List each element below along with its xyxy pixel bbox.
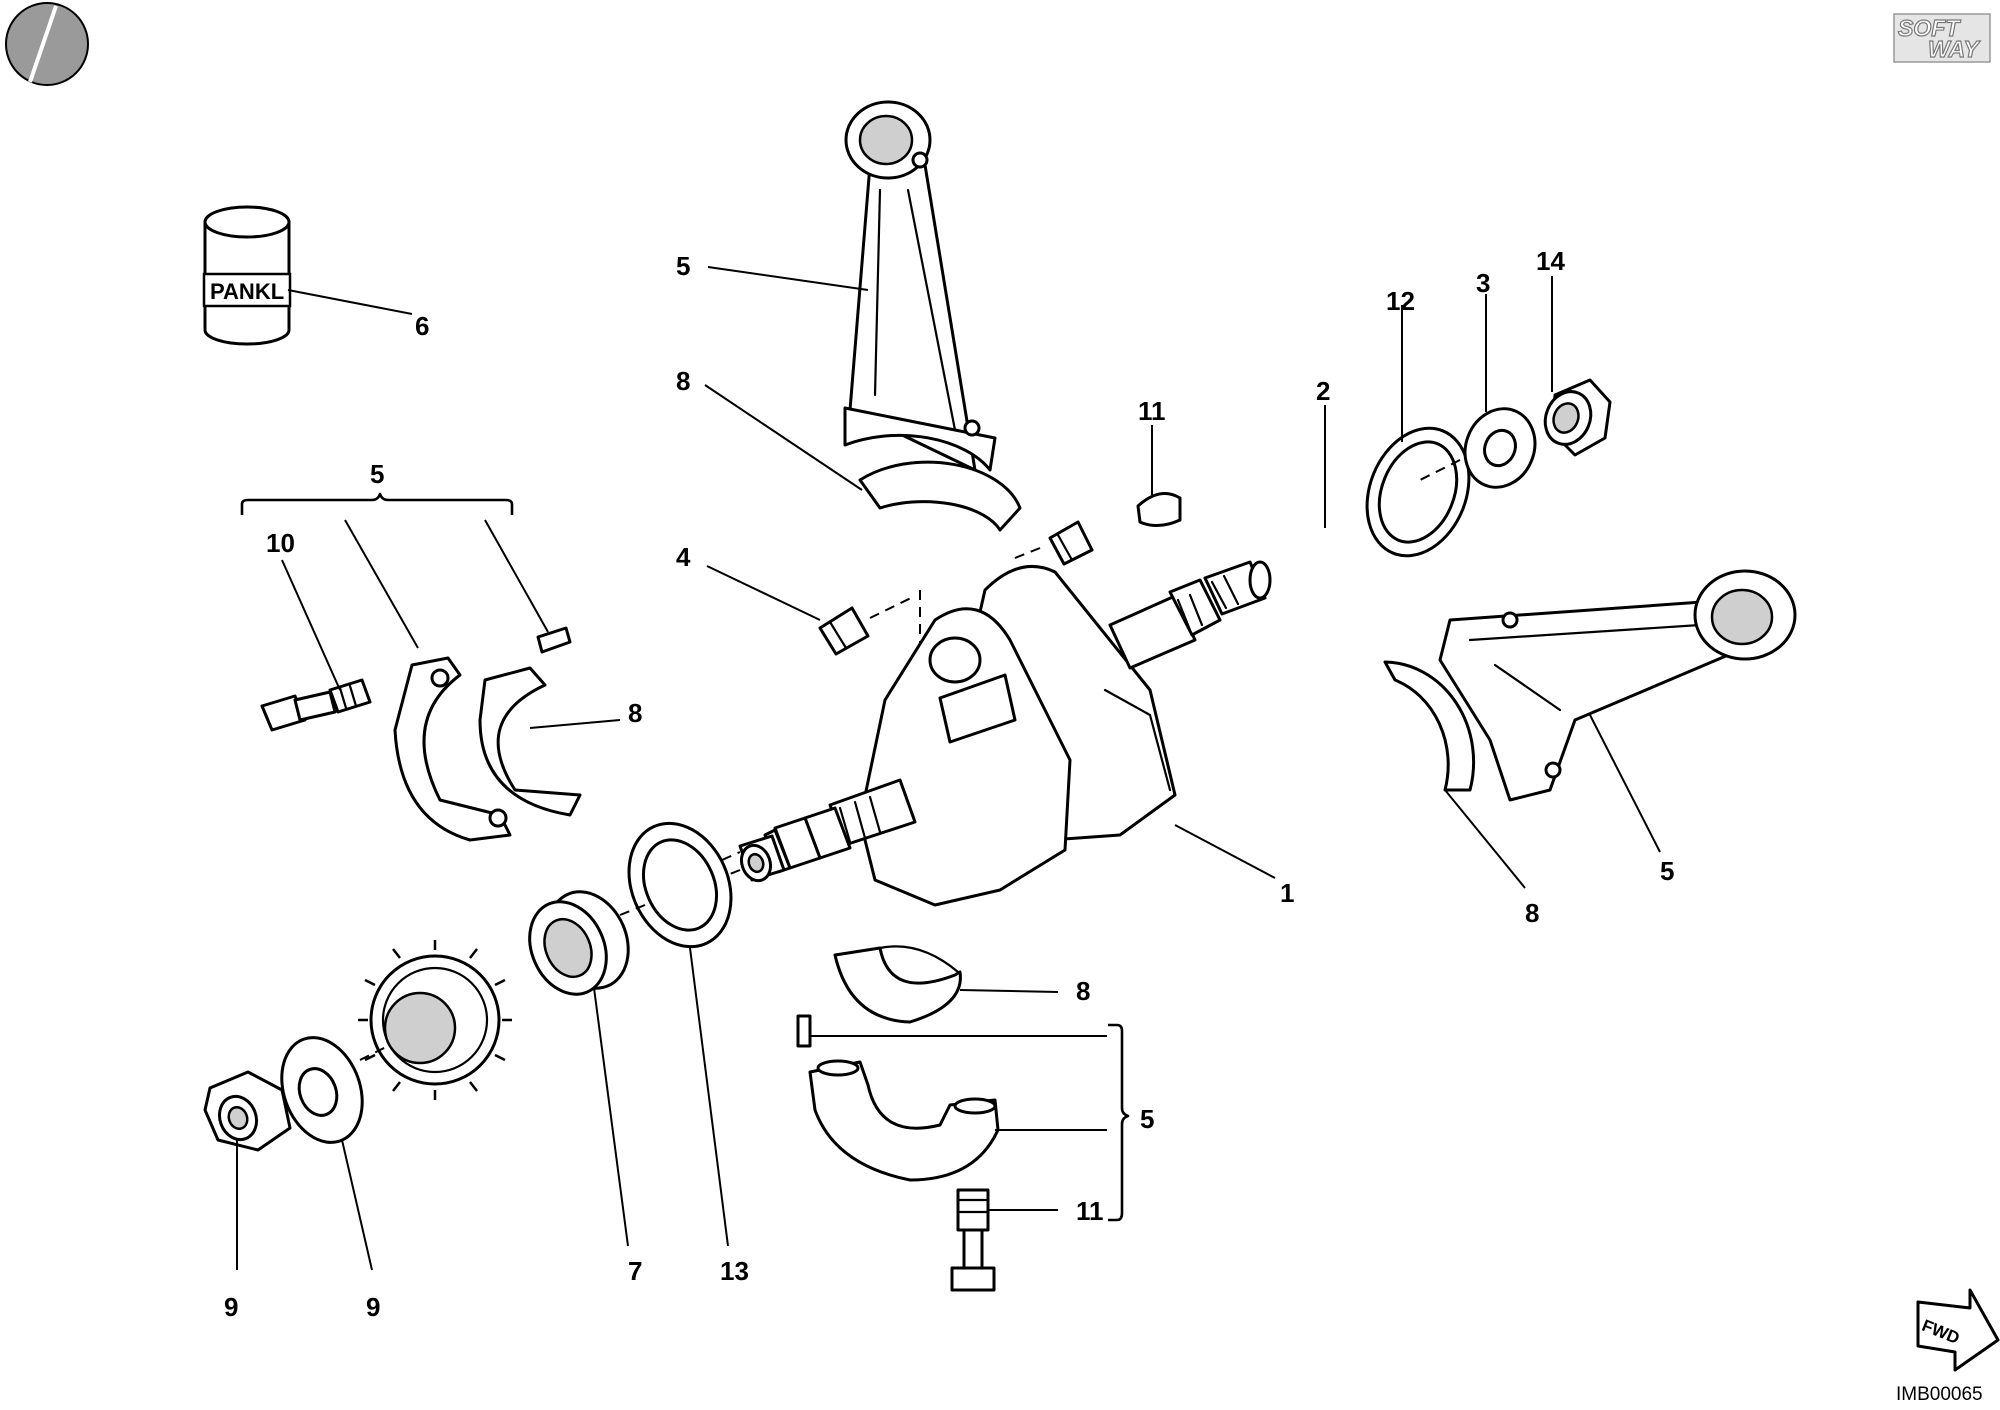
part-1-crankshaft [738,560,1272,907]
callout-1: 1 [1280,878,1294,908]
part-5-connecting-rod-right [1383,569,1797,802]
callout-8-left: 8 [628,698,642,728]
pankl-brand-label: PANKL [210,279,284,304]
part-5-bearing-cap-bottom [808,1059,1000,1182]
callout-5-brace-left: 5 [370,459,384,489]
callout-9-left: 10 [266,528,295,558]
part-9-bolt-bottom [950,1188,996,1292]
callout-14: 14 [1536,246,1565,276]
callout-8-bottom: 8 [1076,976,1090,1006]
part-6-pankl-bearing: PANKL [202,205,292,346]
part-14-nut [1543,378,1612,457]
callout-labels: 5 8 6 11 2 12 3 14 4 5 10 8 1 5 8 8 5 11… [224,246,1674,1322]
part-13-nut [203,1070,292,1152]
part-5-connecting-rod-top [843,100,1022,532]
forward-arrow-icon: FWD [1916,1288,2000,1372]
part-gear [358,940,512,1100]
callout-5-brace-right: 5 [1140,1104,1154,1134]
callout-13: 9 [224,1292,238,1322]
callout-11-top: 12 [1386,286,1415,316]
callout-10: 11 [1138,396,1166,426]
callout-2: 2 [1316,376,1330,406]
softway-logo: SOFT WAY [1893,13,1991,63]
leader-lines [236,266,1661,1271]
callout-4: 4 [676,542,691,572]
part-5-dowel-pin-left [536,626,572,654]
brace-right [1108,1023,1130,1222]
part-10-key [1136,492,1182,527]
svg-text:SOFT: SOFT [1898,15,1961,41]
image-code: IMB00065 [1896,1384,1983,1405]
callout-6: 6 [415,311,429,341]
part-11-washer-bottom [627,821,733,949]
callout-9-bottom: 11 [1076,1196,1104,1226]
callout-12: 9 [366,1292,380,1322]
corner-mark-icon [5,2,89,86]
callout-7: 7 [628,1256,642,1286]
part-5-dowel-pin-bottom [796,1014,812,1048]
part-3-washer [1463,407,1537,489]
svg-text:WAY: WAY [1928,36,1981,62]
part-7-bush [528,890,630,996]
callout-3: 3 [1476,268,1490,298]
part-8-bearing-shell-bottom [833,945,962,1024]
callout-8-right: 8 [1525,898,1539,928]
part-5-bearing-cap-left [393,656,582,842]
part-12-washer [280,1036,364,1144]
part-2-plug [1048,520,1094,566]
brace-left [240,492,514,515]
part-4-plug [818,606,870,656]
part-11-washer-top [1365,426,1471,558]
callout-5-right-rod: 5 [1660,856,1674,886]
callout-5-top: 5 [676,251,690,281]
callout-8-top: 8 [676,366,690,396]
callout-11-bottom: 13 [720,1256,749,1286]
part-9-bolt-left [260,678,372,732]
